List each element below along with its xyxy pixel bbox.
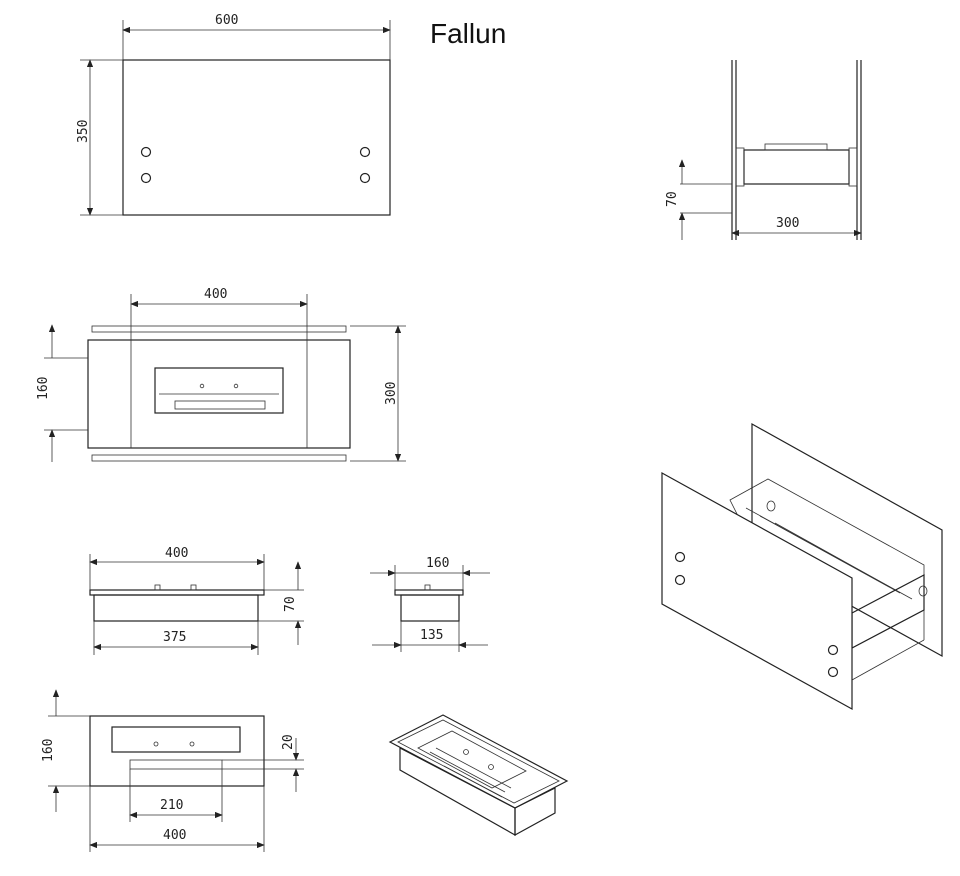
dim-side-bottom-depth: 135 [420,628,443,643]
fireplace-isometric [661,422,943,711]
burner-side-view: 160 135 [370,556,490,652]
dim-side-height: 70 [665,191,680,207]
burner-plan-view: 160 20 210 400 [41,689,304,852]
dim-plan-width: 400 [163,828,186,843]
dim-front-width: 400 [165,546,188,561]
product-title: Fallun [430,18,507,49]
dim-panel-width: 600 [215,13,238,28]
dim-top-burner-width: 400 [204,287,227,302]
dim-side-top-depth: 160 [426,556,449,571]
dim-plan-depth: 160 [41,739,56,762]
dim-panel-height: 350 [76,120,91,143]
dim-front-inner-width: 375 [163,630,186,645]
dim-plan-slot-width: 210 [160,798,183,813]
dim-side-depth: 300 [776,216,799,231]
burner-front-view: 400 375 70 [89,546,304,655]
top-view: 400 160 300 [36,287,406,462]
side-view: 70 300 [665,60,862,240]
burner-isometric [388,714,569,837]
dim-top-burner-depth: 160 [36,377,51,400]
dim-front-height: 70 [283,596,298,612]
dim-plan-slot-height: 20 [281,734,296,750]
dim-top-overall-depth: 300 [384,382,399,405]
panel-front-view: 600 350 [76,13,391,216]
